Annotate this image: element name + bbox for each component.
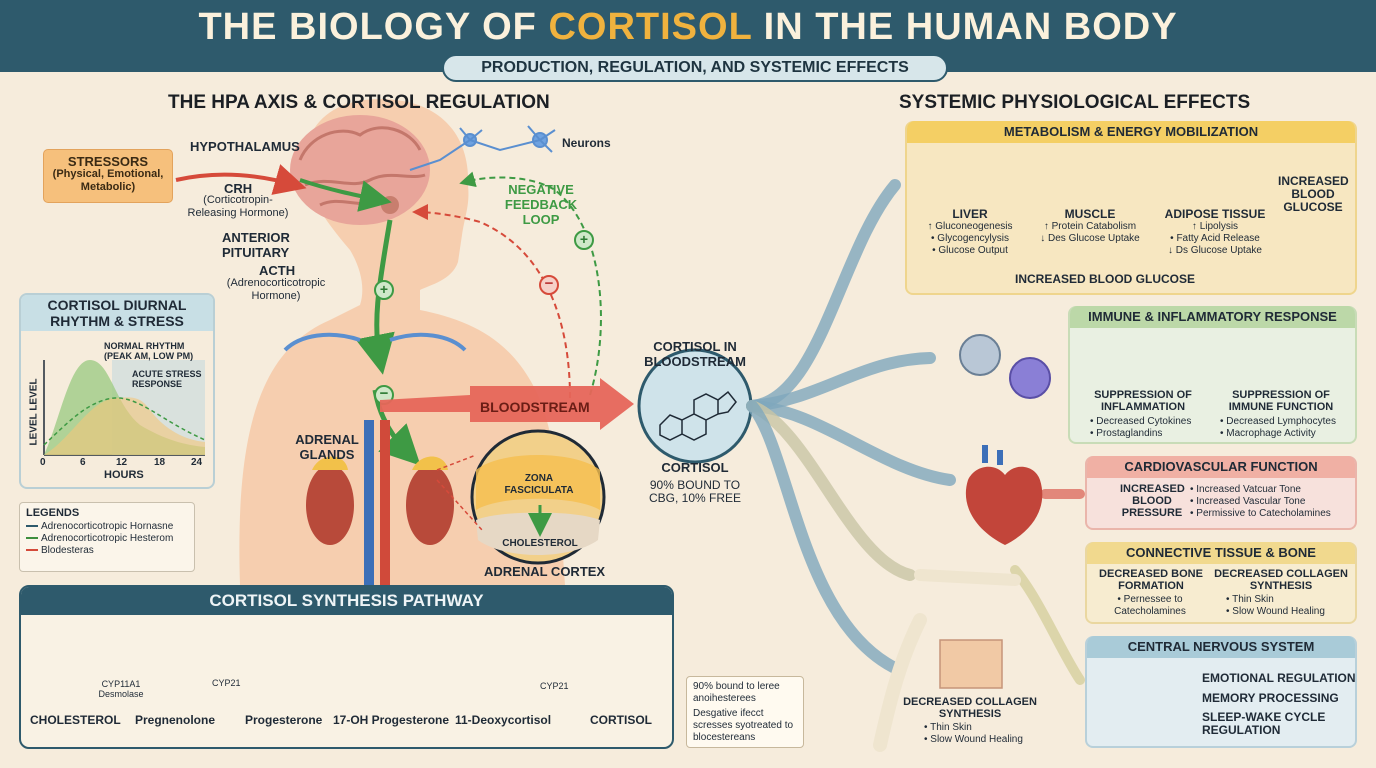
- legend-title: LEGENDS: [26, 507, 80, 519]
- feedback-label: NEGATIVE FEEDBACK LOOP: [504, 182, 578, 227]
- blood-title: CORTISOL IN BLOODSTREAM: [644, 339, 746, 369]
- muscle-label: MUSCLE: [1064, 207, 1116, 221]
- note-line: Desgative ifecct scresses syotreated to …: [693, 708, 794, 743]
- step-11deoxy: 11-Deoxycortisol: [455, 713, 552, 727]
- step-pregnenolone: Pregnenolone: [135, 713, 216, 727]
- tick-0: 0: [40, 457, 46, 468]
- inflammation-items: • Decreased Cytokines• Prostaglandins: [1090, 416, 1192, 439]
- adipose-label: ADIPOSE TISSUE: [1164, 207, 1266, 221]
- synthesis-title: CORTISOL SYNTHESIS PATHWAY: [21, 587, 672, 615]
- bone-icon: [914, 569, 1021, 586]
- skin-collagen-label: DECREASED COLLAGEN SYNTHESIS: [903, 696, 1037, 720]
- normal-rhythm-label: NORMAL RHYTHM (PEAK AM, LOW PM): [104, 341, 194, 361]
- tick-24: 24: [191, 457, 203, 468]
- crh-sub: (Corticotropin-Releasing Hormone): [187, 194, 289, 219]
- plus-sign-1: +: [379, 281, 389, 297]
- plus-sign-2: +: [579, 231, 589, 247]
- page-title: THE BIOLOGY OF CORTISOL IN THE HUMAN BOD…: [198, 6, 1178, 48]
- liver-items: ↑ Gluconeogenesis• Glycogencylysis• Gluc…: [927, 221, 1013, 256]
- legend-item: Adrenocorticotropic Hornasne: [26, 521, 188, 533]
- tick-18: 18: [154, 457, 166, 468]
- adrenal-cortex-label: ADRENAL CORTEX: [484, 564, 606, 579]
- step-progesterone: Progesterone: [245, 713, 323, 727]
- step-cortisol: CORTISOL: [590, 713, 652, 727]
- crh-label: CRH: [224, 181, 253, 196]
- neurons-illustration: [409, 125, 556, 171]
- metabolism-panel: [905, 121, 1357, 295]
- bone-formation-items: • Pernessee to Catecholamines: [1114, 594, 1186, 617]
- rhythm-panel-header: [21, 295, 213, 331]
- cns-item: MEMORY PROCESSING: [1202, 691, 1339, 705]
- acth-label: ACTH: [259, 263, 296, 278]
- adrenal-cortex-zoom: [436, 429, 606, 565]
- brain-illustration: [290, 115, 430, 225]
- rhythm-panel: [19, 293, 215, 489]
- cholesterol-label: CHOLESTEROL: [502, 538, 578, 549]
- cardio-title: CARDIOVASCULAR FUNCTION: [1087, 456, 1355, 478]
- rhythm-xlabel: HOURS: [104, 469, 144, 481]
- hypothalamus-label: HYPOTHALAMUS: [190, 139, 300, 154]
- side-glucose-label: INCREASED BLOOD GLUCOSE: [1278, 174, 1349, 214]
- blood-pressure-label: INCREASED BLOOD PRESSURE: [1120, 483, 1185, 519]
- metabolism-title: METABOLISM & ENERGY MOBILIZATION: [907, 121, 1355, 143]
- rhythm-chart: [43, 360, 206, 456]
- effects-heading: SYSTEMIC PHYSIOLOGICAL EFFECTS: [899, 92, 1251, 113]
- immune-function-items: • Decreased Lymphocytes• Macrophage Acti…: [1220, 416, 1336, 439]
- stressors-box: STRESSORS (Physical, Emotional, Metaboli…: [43, 149, 173, 203]
- distribution-arrows: [746, 179, 1085, 685]
- tick-12: 12: [116, 457, 128, 468]
- cns-item: SLEEP-WAKE CYCLE REGULATION: [1202, 710, 1326, 737]
- cardio-items: • Increased Vatcuar Tone• Increased Vasc…: [1190, 484, 1331, 519]
- cns-title: CENTRAL NERVOUS SYSTEM: [1087, 636, 1355, 658]
- bone-title: CONNECTIVE TISSUE & BONE: [1087, 542, 1355, 564]
- cortisol-label: CORTISOL: [661, 460, 729, 475]
- minus-sign-1: −: [544, 275, 554, 292]
- adrenal-glands-label: ADRENAL GLANDS: [295, 432, 359, 462]
- liver-label: LIVER: [952, 207, 988, 221]
- acth-sub: (Adrenocorticotropic Hormone): [226, 277, 326, 302]
- note-box: 90% bound to leree anoihesterees Desgati…: [686, 676, 804, 748]
- bound-label: 90% BOUND TO CBG, 10% FREE: [648, 478, 742, 505]
- neurons-label: Neurons: [562, 136, 611, 150]
- inflammation-label: SUPPRESSION OF INFLAMMATION: [1094, 389, 1192, 413]
- rhythm-ylabel: LEVEL LEVEL: [28, 378, 40, 446]
- acute-stress-label: ACUTE STRESS RESPONSE: [132, 369, 202, 389]
- minus-sign-2: −: [379, 385, 389, 402]
- skin-collagen-items: • Thin Skin• Slow Wound Healing: [924, 722, 1023, 745]
- heart-icon: [965, 466, 1043, 545]
- collagen-label: DECREASED COLLAGEN SYNTHESIS: [1214, 568, 1348, 592]
- enzyme-label: CYP21: [540, 681, 569, 691]
- bloodstream-label: BLOODSTREAM: [480, 399, 590, 415]
- kidneys-illustration: [306, 456, 454, 545]
- adipose-items: ↑ Lipolysis• Fatty Acid Release↓ Ds Gluc…: [1168, 221, 1262, 256]
- collagen-items: • Thin Skin• Slow Wound Healing: [1226, 594, 1325, 617]
- note-line: 90% bound to leree anoihesterees: [693, 681, 780, 704]
- page-subtitle: PRODUCTION, REGULATION, AND SYSTEMIC EFF…: [442, 54, 948, 82]
- legend-box: LEGENDS Adrenocorticotropic Hornasne Adr…: [19, 502, 195, 572]
- skin-layers-icon: [939, 639, 1003, 689]
- step-17oh: 17-OH Progesterone: [333, 713, 450, 727]
- enzyme-label: CYP21: [212, 678, 241, 688]
- hpa-heading: THE HPA AXIS & CORTISOL REGULATION: [168, 92, 550, 113]
- legend-item: Blodesteras: [26, 545, 188, 557]
- zona-label: ZONA FASCICULATA: [504, 473, 574, 496]
- cns-item: EMOTIONAL REGULATION: [1202, 671, 1356, 685]
- legend-item: Adrenocorticotropic Hesterom: [26, 533, 188, 545]
- bone-formation-label: DECREASED BONE FORMATION: [1099, 568, 1203, 592]
- stressors-title: STRESSORS: [67, 154, 149, 169]
- immune-function-label: SUPPRESSION OF IMMUNE FUNCTION: [1228, 389, 1334, 413]
- immune-title: IMMUNE & INFLAMMATORY RESPONSE: [1070, 306, 1355, 328]
- rhythm-title: CORTISOL DIURNAL RHYTHM & STRESS: [47, 297, 187, 329]
- step-cholesterol: CHOLESTEROL: [30, 713, 121, 727]
- immune-panel: [1068, 306, 1357, 444]
- stressors-sub: (Physical, Emotional, Metabolic): [52, 168, 164, 193]
- anterior-pituitary-label: ANTERIOR PITUITARY: [222, 230, 290, 260]
- blood-vessels: [283, 332, 467, 585]
- tick-6: 6: [80, 457, 86, 468]
- bottom-glucose-label: INCREASED BLOOD GLUCOSE: [1014, 272, 1195, 286]
- muscle-items: ↑ Protein Catabolism↓ Des Glucose Uptake: [1040, 221, 1140, 244]
